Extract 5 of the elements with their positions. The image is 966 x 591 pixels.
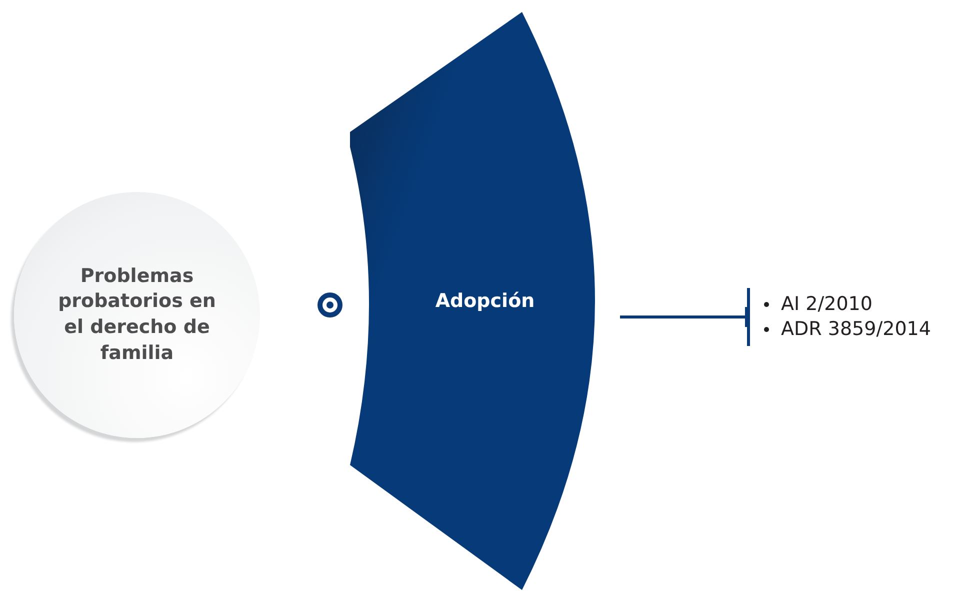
- topic-text: Problemas probatorios en el derecho de familia: [57, 264, 217, 366]
- connector-line: [620, 307, 748, 327]
- bullet-item: AI 2/2010: [781, 292, 872, 317]
- bullet-item: ADR 3859/2014: [781, 317, 931, 342]
- band-label: Adopción: [435, 290, 535, 312]
